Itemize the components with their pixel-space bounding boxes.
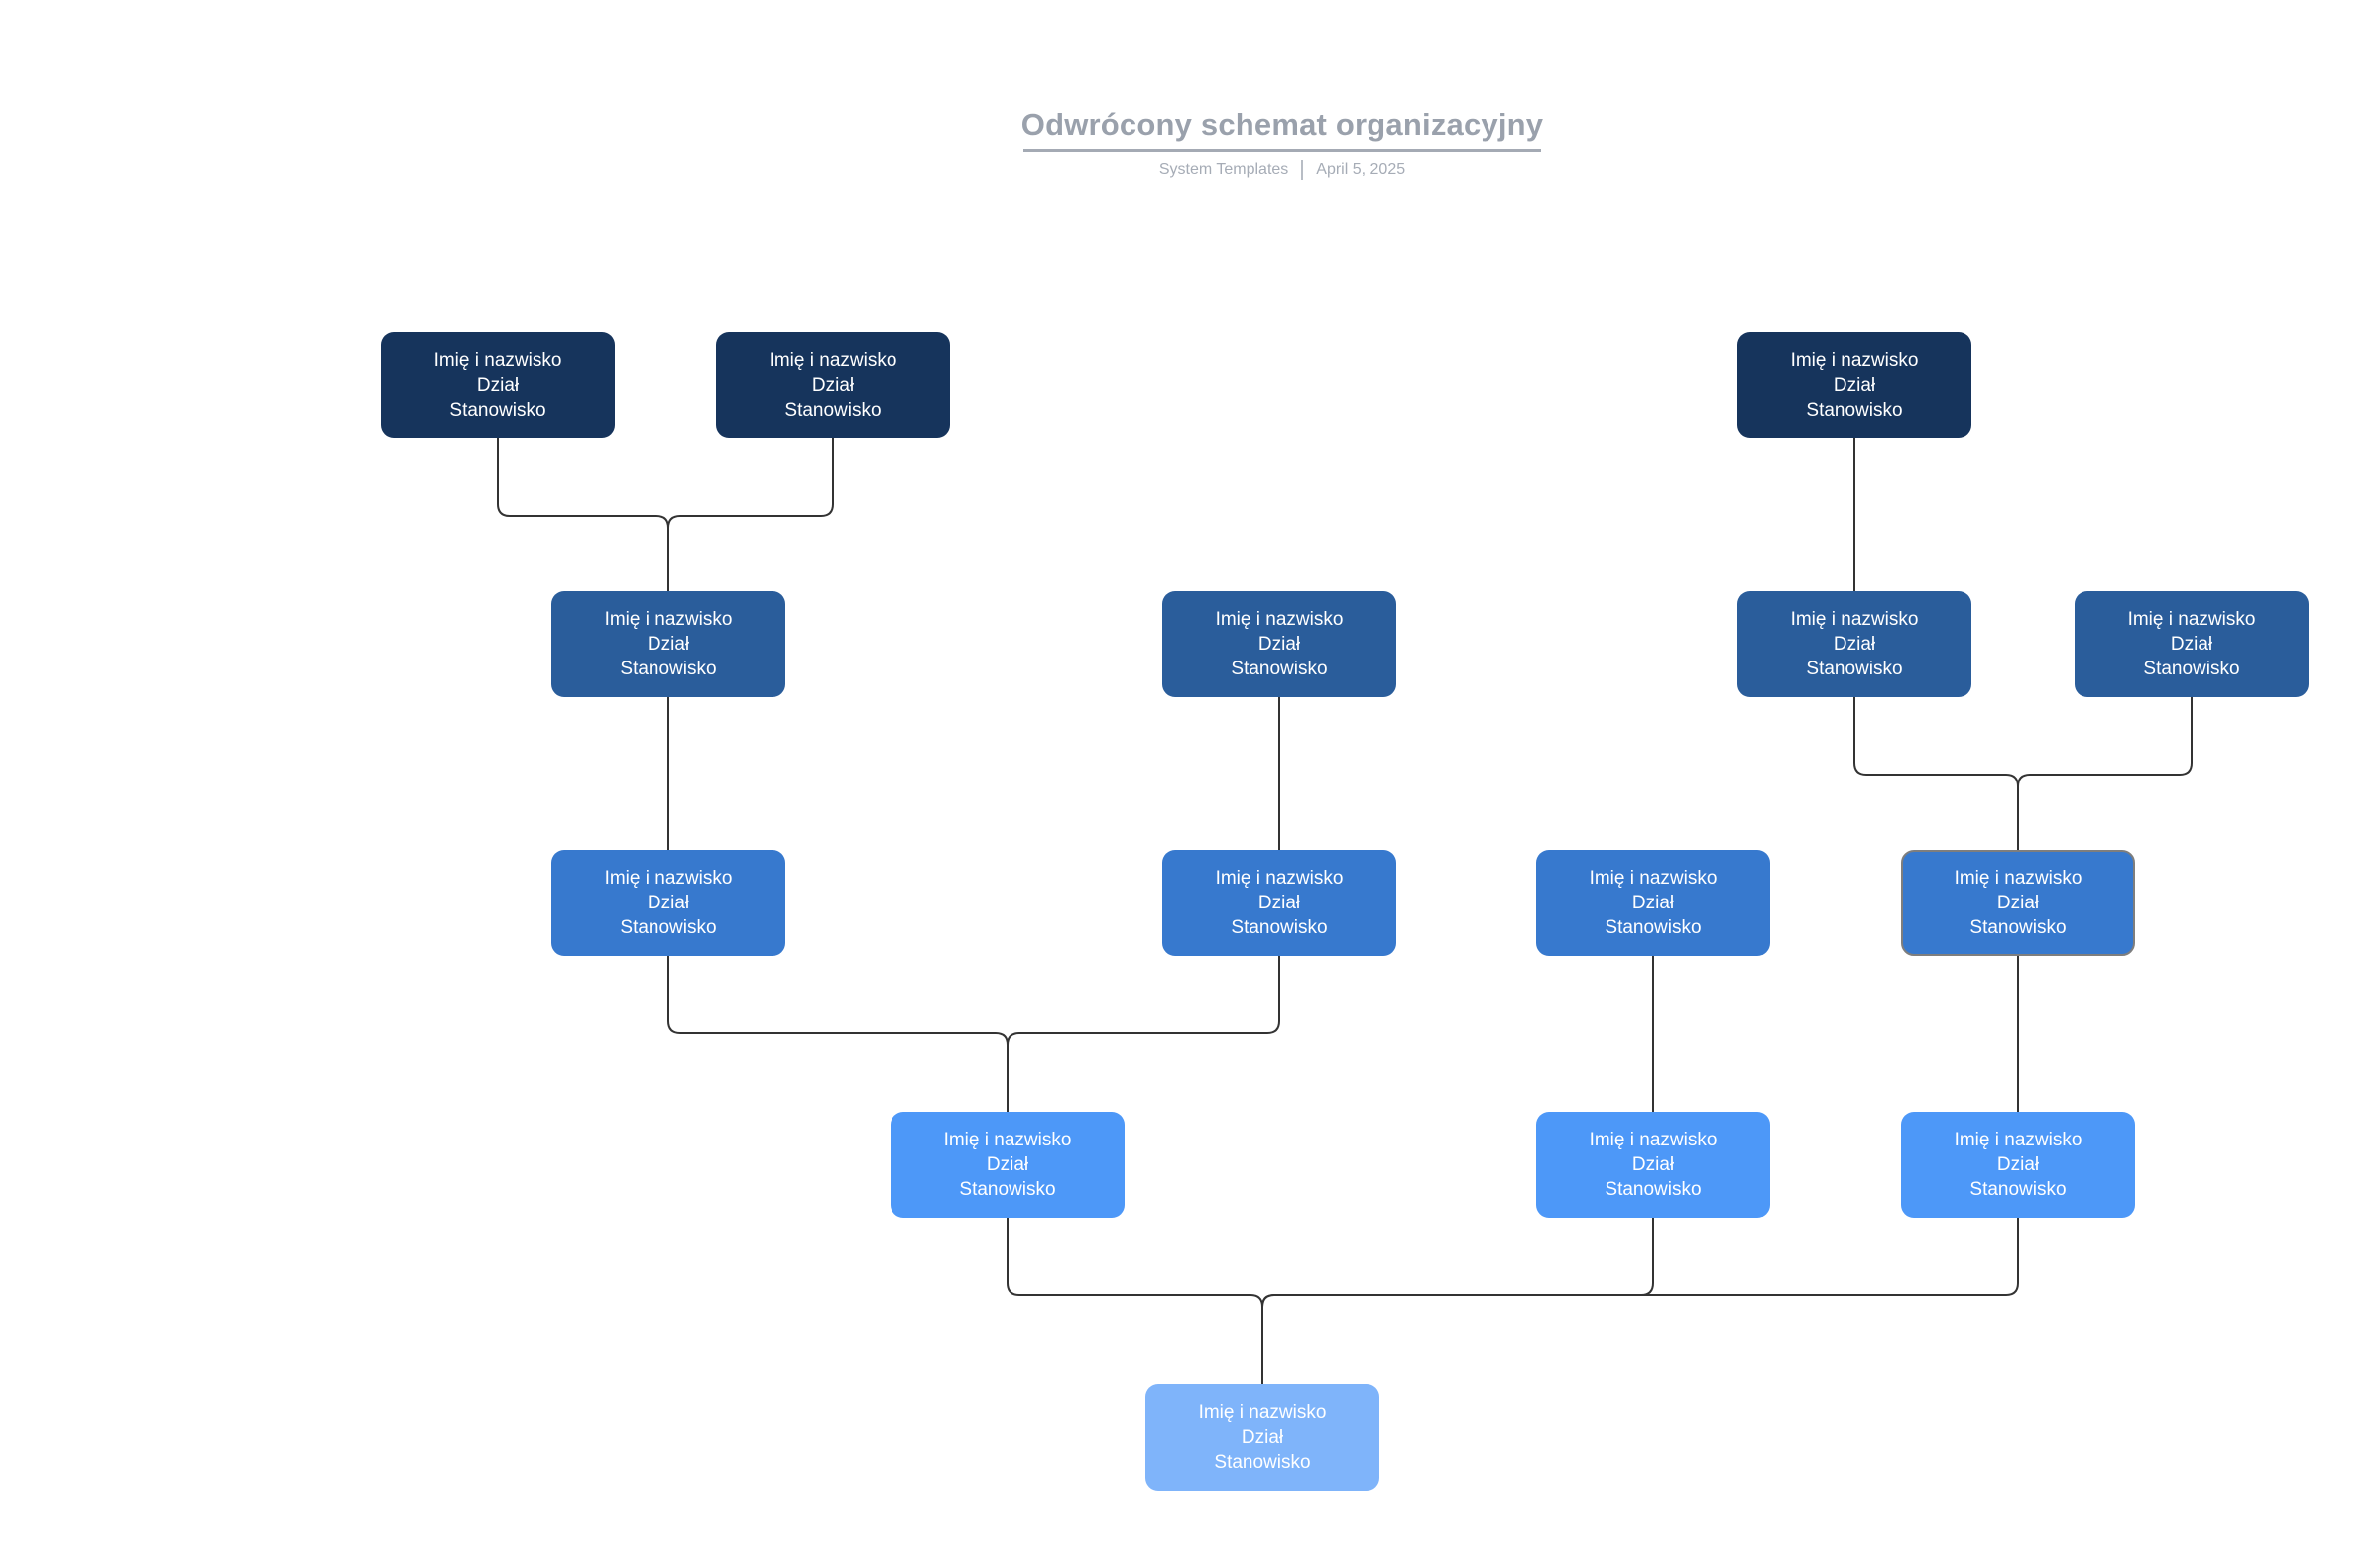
- node-text-line2: Dział: [1257, 893, 1301, 913]
- page-title: Odwrócony schemat organizacyjny: [1020, 107, 1544, 142]
- node-text-line3: Stanowisko: [2143, 659, 2240, 679]
- edge-mid1-4-to-mid2-4: [2017, 697, 2193, 850]
- node-text-line2: Dział: [647, 634, 690, 655]
- subtitle-separator: [1301, 160, 1304, 180]
- node-text-line1: Imię i nazwisko: [604, 609, 733, 630]
- node-text-line3: Stanowisko: [784, 400, 882, 421]
- node-text-line2: Dział: [1833, 375, 1876, 396]
- node-text-line1: Imię i nazwisko: [769, 350, 897, 371]
- node-text-line1: Imię i nazwisko: [1790, 350, 1919, 371]
- node-text-line3: Stanowisko: [449, 400, 546, 421]
- edge-mid3-1-to-root: [1007, 1218, 1263, 1384]
- chart-header: Odwrócony schemat organizacyjny System T…: [1017, 107, 1547, 180]
- node-text-line3: Stanowisko: [1231, 659, 1328, 679]
- node-text-line3: Stanowisko: [1605, 917, 1702, 938]
- node-text-line3: Stanowisko: [620, 917, 717, 938]
- edge-mid1-3-to-mid2-4: [1853, 697, 2019, 850]
- node-text-line1: Imię i nazwisko: [1790, 609, 1919, 630]
- node-text-line2: Dział: [986, 1154, 1029, 1175]
- node-text-line3: Stanowisko: [1605, 1179, 1702, 1200]
- chart-subtitle: System Templates April 5, 2025: [1017, 160, 1547, 180]
- node-text-line2: Dział: [1996, 1154, 2040, 1175]
- node-text-line2: Dział: [476, 375, 520, 396]
- node-text-line3: Stanowisko: [1214, 1452, 1311, 1473]
- node-text-line2: Dział: [1833, 634, 1876, 655]
- edge-top-1-to-mid1-1: [497, 438, 669, 591]
- node-text-line1: Imię i nazwisko: [943, 1130, 1072, 1150]
- edge-top-2-to-mid1-1: [667, 438, 834, 591]
- node-text-line2: Dział: [647, 893, 690, 913]
- node-text-line1: Imię i nazwisko: [604, 868, 733, 889]
- edge-mid2-1-to-mid3-1: [667, 956, 1009, 1112]
- subtitle-date: April 5, 2025: [1316, 161, 1406, 178]
- node-text-line3: Stanowisko: [959, 1179, 1056, 1200]
- node-text-line3: Stanowisko: [1806, 400, 1903, 421]
- node-text-line1: Imię i nazwisko: [1954, 1130, 2082, 1150]
- node-text-line2: Dział: [2170, 634, 2213, 655]
- edge-mid3-3-to-root: [1261, 1218, 2019, 1384]
- node-text-line1: Imię i nazwisko: [1215, 868, 1344, 889]
- node-text-line3: Stanowisko: [620, 659, 717, 679]
- edge-mid2-2-to-mid3-1: [1007, 956, 1280, 1112]
- node-text-line1: Imię i nazwisko: [1589, 868, 1718, 889]
- node-text-line2: Dział: [1996, 893, 2040, 913]
- title-underline: [1023, 149, 1541, 152]
- node-text-line3: Stanowisko: [1806, 659, 1903, 679]
- subtitle-author: System Templates: [1158, 161, 1289, 178]
- edge-mid3-2-to-root: [1261, 1218, 1654, 1384]
- node-text-line3: Stanowisko: [1231, 917, 1328, 938]
- node-text-line2: Dział: [1257, 634, 1301, 655]
- node-text-line1: Imię i nazwisko: [1589, 1130, 1718, 1150]
- node-text-line1: Imię i nazwisko: [2127, 609, 2256, 630]
- node-text-line2: Dział: [1631, 1154, 1675, 1175]
- node-text-line3: Stanowisko: [1969, 1179, 2067, 1200]
- node-text-line1: Imię i nazwisko: [1215, 609, 1344, 630]
- node-text-line1: Imię i nazwisko: [1198, 1402, 1327, 1423]
- node-text-line2: Dział: [1631, 893, 1675, 913]
- node-text-line1: Imię i nazwisko: [433, 350, 562, 371]
- node-text-line2: Dział: [811, 375, 855, 396]
- node-text-line1: Imię i nazwisko: [1954, 868, 2082, 889]
- node-text-line3: Stanowisko: [1969, 917, 2067, 938]
- node-text-line2: Dział: [1241, 1427, 1284, 1448]
